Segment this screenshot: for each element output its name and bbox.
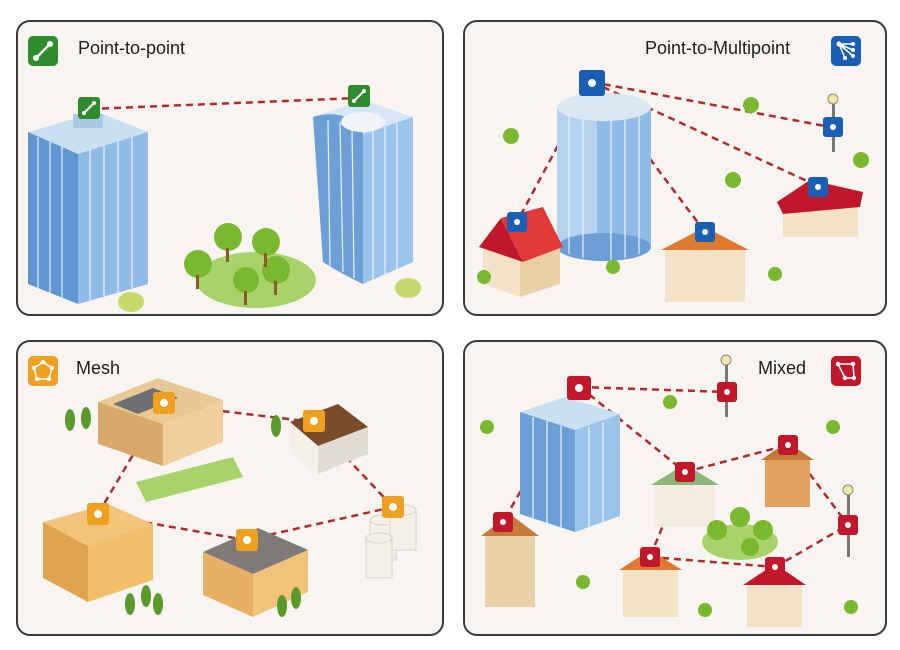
radio-unit — [507, 212, 527, 232]
point-to-multipoint-scene — [477, 70, 869, 302]
office-tower-right — [313, 100, 413, 284]
radio-unit — [78, 97, 100, 119]
panel-title: Mixed — [758, 358, 807, 378]
mesh-icon — [28, 356, 58, 386]
trees — [480, 395, 858, 617]
radio-unit — [765, 557, 785, 577]
trees — [65, 407, 301, 617]
radio-unit — [579, 70, 605, 96]
panel-title: Mesh — [76, 358, 121, 378]
panel-title: Point-to-Multipoint — [645, 38, 791, 58]
trees — [477, 97, 869, 284]
warehouse — [290, 404, 368, 474]
radio-unit — [778, 435, 798, 455]
radio-unit — [640, 547, 660, 567]
house-left — [481, 514, 539, 607]
radio-unit — [567, 376, 591, 400]
mixed-scene — [480, 354, 858, 627]
house-right — [761, 442, 814, 507]
office-tower — [520, 397, 620, 532]
point-to-multipoint-panel: Point-to-Multipoint — [463, 20, 887, 316]
factory-building — [98, 378, 223, 466]
radio-unit — [236, 529, 258, 551]
point-to-point-scene — [28, 85, 421, 312]
radio-unit — [695, 222, 715, 242]
mesh-scene — [43, 378, 417, 617]
twin-building — [203, 528, 308, 617]
lawn — [136, 457, 243, 502]
radio-unit — [838, 515, 858, 535]
office-tower-left — [28, 112, 148, 304]
radio-unit — [808, 177, 828, 197]
trees — [184, 223, 290, 293]
point-to-point-icon — [28, 36, 58, 66]
mixed-panel: Mixed — [463, 340, 887, 636]
radio-unit — [717, 382, 737, 402]
radio-unit — [348, 85, 370, 107]
mesh-panel: Mesh — [16, 340, 444, 636]
radio-unit — [303, 410, 325, 432]
mixed-icon — [831, 356, 861, 386]
radio-unit — [153, 392, 175, 414]
house-right — [777, 180, 863, 237]
cylinder-tower — [557, 93, 651, 261]
radio-unit — [382, 496, 404, 518]
wireless-link — [89, 96, 359, 111]
panel-title: Point-to-point — [78, 38, 186, 58]
point-to-multipoint-icon — [831, 36, 861, 66]
radio-unit — [493, 512, 513, 532]
radio-unit — [823, 117, 843, 137]
radio-unit — [87, 503, 109, 525]
point-to-point-panel: Point-to-point — [16, 20, 444, 316]
radio-unit — [675, 462, 695, 482]
